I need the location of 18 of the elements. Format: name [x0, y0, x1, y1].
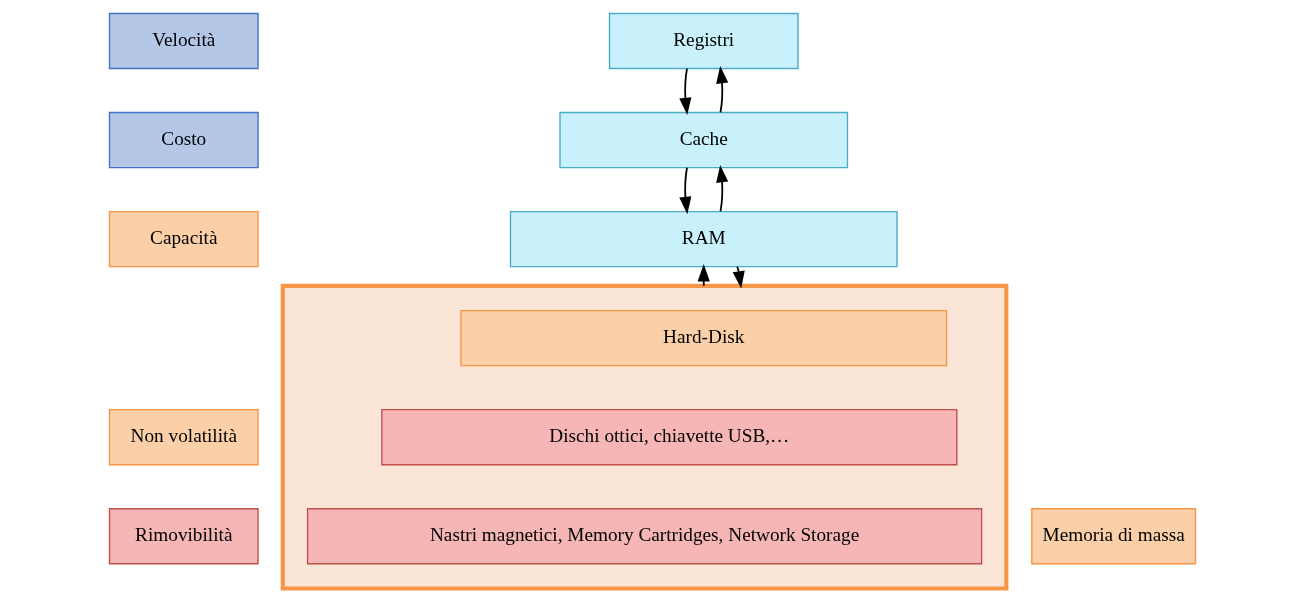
node-box: Nastri magnetici, Memory Cartridges, Network Storage — [306, 508, 982, 565]
arrow — [678, 166, 691, 215]
node-box: Rimovibilità — [108, 508, 259, 565]
arrow — [715, 66, 728, 114]
cluster — [280, 283, 1008, 591]
node-box: Memoria di massa — [1030, 508, 1196, 565]
node-box: Cache — [558, 111, 848, 169]
arrow — [697, 264, 710, 287]
node-box: Capacità — [108, 210, 259, 268]
node-box: Velocità — [108, 12, 259, 70]
node-box: RAM — [509, 210, 898, 268]
node-box: Non volatilità — [108, 409, 259, 466]
node-box: Registri — [608, 12, 799, 70]
node-box: Costo — [108, 111, 259, 169]
arrow — [715, 165, 728, 213]
arrow — [678, 67, 691, 116]
node-box: Dischi ottici, chiavette USB,… — [380, 409, 958, 466]
node-box: Hard-Disk — [459, 309, 947, 367]
